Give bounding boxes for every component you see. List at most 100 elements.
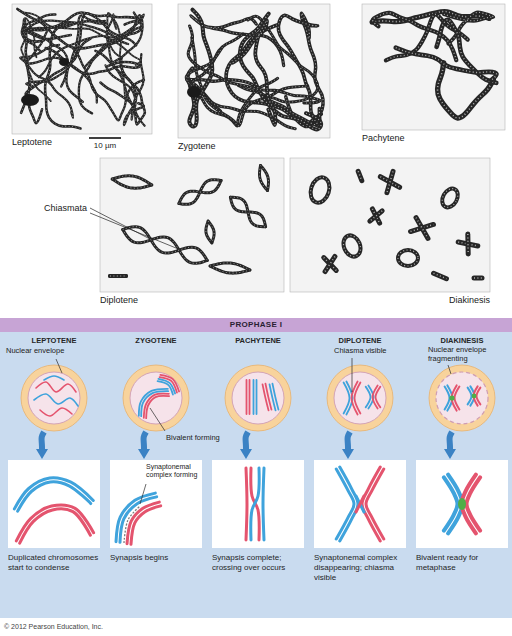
chiasma-mark xyxy=(472,394,477,399)
leader-line xyxy=(90,208,148,238)
leader-line xyxy=(140,484,146,504)
chromomere-banding xyxy=(261,165,269,190)
chromosome-ring xyxy=(340,233,363,259)
chromosome-thread xyxy=(474,276,482,281)
micrograph xyxy=(17,9,145,129)
chromosome-thread xyxy=(79,13,142,114)
chromatid xyxy=(356,496,364,512)
label-holder: Bivalent ready for metaphase xyxy=(416,553,512,573)
closeup-illustration xyxy=(416,460,508,548)
chromosome-closeup: Bivalent ready for metaphase xyxy=(416,460,508,548)
chromatid xyxy=(376,387,381,408)
chromatid xyxy=(263,384,269,410)
nuclear-envelope xyxy=(130,372,182,424)
chromomere-banding xyxy=(24,12,139,30)
chromatid xyxy=(468,388,472,405)
chromosome-thread xyxy=(179,180,221,205)
chromatid xyxy=(253,380,255,414)
chromomere-banding xyxy=(238,16,318,102)
chromatid xyxy=(366,387,371,408)
chromomere-banding xyxy=(79,13,142,114)
stage-caption: Synapsis complete; crossing over occurs xyxy=(212,553,308,573)
chromatid xyxy=(356,496,364,512)
chromomere-banding xyxy=(416,218,428,239)
chromosome-thread xyxy=(230,197,265,227)
label-holder: Nuclear envelope xyxy=(6,347,64,356)
chromatid xyxy=(246,380,248,414)
callout-label: Bivalent forming xyxy=(166,434,220,443)
cell-membrane xyxy=(429,365,495,431)
chromatid xyxy=(251,468,259,540)
nuclear-envelope xyxy=(436,372,488,424)
nucleolus xyxy=(59,58,69,66)
chromosome-thread xyxy=(370,211,382,221)
stage-label: Pachytene xyxy=(362,133,405,144)
chromosome-thread xyxy=(238,16,318,102)
chromomere-banding xyxy=(370,211,382,221)
chromosome-thread xyxy=(240,14,321,130)
stage-name: DIPLOTENE xyxy=(312,336,408,346)
label-holder: Zygotene xyxy=(178,141,216,152)
chromatid xyxy=(246,468,247,540)
cell-illustration xyxy=(108,336,204,432)
chromomere-banding xyxy=(230,197,265,227)
chromomere-banding xyxy=(110,275,126,276)
stage-label: Zygotene xyxy=(178,141,216,152)
micrograph-frame xyxy=(100,158,284,292)
chromosome-ring xyxy=(308,175,333,205)
cell-membrane xyxy=(123,365,189,431)
scale-bar xyxy=(89,137,121,139)
label-holder: Bivalent forming xyxy=(166,434,220,443)
chromomere-banding xyxy=(467,234,469,254)
chromosome-ring xyxy=(439,186,461,210)
stage-name: ZYGOTENE xyxy=(108,336,204,346)
micrograph-panel: Leptotene xyxy=(12,4,152,134)
cell-membrane xyxy=(327,365,393,431)
chromosome-thread xyxy=(192,37,308,125)
stage-caption: Duplicated chromosomes start to condense xyxy=(8,553,104,573)
chromosome-closeup: Synaptonemal complex disappearing; chias… xyxy=(314,460,406,548)
nucleolus xyxy=(187,86,201,98)
callout-label: Chiasma visible xyxy=(334,347,387,356)
chromomere-banding xyxy=(340,233,363,259)
chromosome-thread xyxy=(188,26,320,103)
chiasma-mark xyxy=(449,395,454,400)
chromosome-thread xyxy=(112,176,152,185)
nuclear-envelope xyxy=(334,372,386,424)
chromatid xyxy=(44,376,64,380)
leader-line xyxy=(352,358,353,392)
chromosome-thread xyxy=(208,221,214,243)
label-holder: Synaptonemal complex forming xyxy=(146,463,201,479)
label-holder: Nuclear envelope fragmenting xyxy=(428,346,502,363)
transition-arrow xyxy=(348,432,350,449)
chromosome-thread xyxy=(23,13,140,65)
chromatid xyxy=(131,506,161,544)
chromatid xyxy=(146,396,169,418)
label-holder: Pachytene xyxy=(362,133,405,144)
stage-name: LEPTOTENE xyxy=(6,336,102,346)
micrograph-panel: Diplotene xyxy=(100,158,284,292)
closeup-illustration xyxy=(8,460,100,548)
label-holder: Duplicated chromosomes start to condense xyxy=(8,553,104,573)
micrograph xyxy=(308,171,482,278)
transition-arrow xyxy=(42,432,44,449)
leader-line xyxy=(90,213,176,248)
stage-label: Diakinesis xyxy=(449,295,490,306)
chromatid xyxy=(158,381,173,394)
chromosome-thread xyxy=(179,180,221,203)
chromatid xyxy=(444,477,458,530)
micrograph-frame xyxy=(290,158,490,292)
stage-caption: Bivalent ready for metaphase xyxy=(416,553,512,573)
stage-caption: Synaptonemal complex disappearing; chias… xyxy=(314,553,410,583)
chromatid xyxy=(352,381,358,414)
copyright-notice: © 2012 Pearson Education, Inc. xyxy=(4,622,103,631)
chromatid xyxy=(344,383,350,414)
stage-name: DIAKINESIS xyxy=(414,336,510,346)
closeup-illustration xyxy=(212,460,304,548)
chromatid xyxy=(455,387,460,410)
chromomere-banding xyxy=(396,48,497,81)
callout-label: Nuclear envelope xyxy=(6,347,64,356)
cell-membrane xyxy=(225,365,291,431)
chromatid xyxy=(251,468,259,540)
